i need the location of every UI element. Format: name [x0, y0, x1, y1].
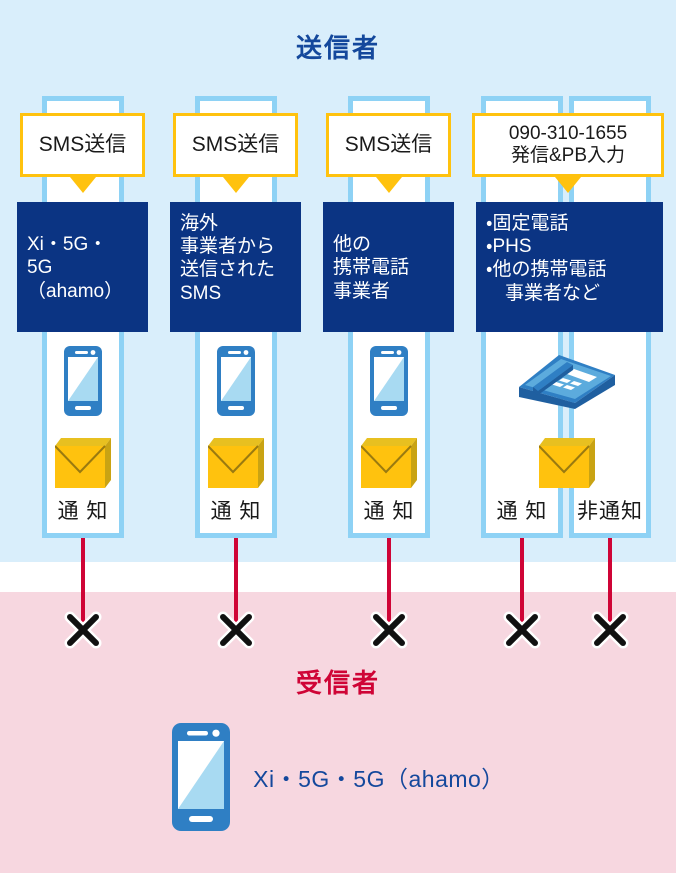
band-divider	[0, 562, 676, 592]
action-box-col2[interactable]: SMS送信	[173, 113, 298, 177]
receiver-band	[0, 592, 676, 873]
action-box-col4[interactable]: 090-310-1655 発信&PB入力	[472, 113, 664, 177]
mobile-phone-icon-receiver	[172, 723, 231, 831]
envelope-icon-col3	[361, 438, 417, 488]
connector-line-col5	[608, 538, 612, 623]
notify-label-col1: 通 知	[57, 500, 109, 523]
operator-box-col3: 他の 携帯電話 事業者	[323, 202, 454, 332]
notify-label-col5: 非通知	[577, 500, 643, 523]
receiver-device-label: Xi・5G・5G（ahamo）	[253, 766, 505, 792]
x-mark-icon-col2	[217, 611, 255, 649]
connector-line-col1	[81, 538, 85, 623]
mobile-phone-icon-col2	[217, 346, 255, 416]
desk-phone-icon-col4	[519, 355, 615, 409]
connector-line-col4	[520, 538, 524, 623]
receiver-section-title: 受信者	[295, 668, 380, 698]
operator-box-col1: Xi・5G・ 5G （ahamo）	[17, 202, 148, 332]
envelope-icon-col4	[539, 438, 595, 488]
sender-section-title: 送信者	[295, 33, 380, 63]
operator-box-col4: ・固定電話 ・PHS ・他の携帯電話 事業者など	[476, 202, 663, 332]
action-box-col1[interactable]: SMS送信	[20, 113, 145, 177]
arrow-down-icon-col4	[555, 177, 581, 193]
notify-label-col3: 通 知	[363, 500, 415, 523]
receiver-device-row: Xi・5G・5G（ahamo）	[0, 722, 676, 832]
action-box-col3[interactable]: SMS送信	[326, 113, 451, 177]
mobile-phone-icon-col1	[64, 346, 102, 416]
connector-line-col2	[234, 538, 238, 623]
operator-box-col2: 海外 事業者から 送信された SMS	[170, 202, 301, 332]
envelope-icon-col2	[208, 438, 264, 488]
notify-label-col4: 通 知	[496, 500, 548, 523]
x-mark-icon-col1	[64, 611, 102, 649]
notify-label-col2: 通 知	[210, 500, 262, 523]
arrow-down-icon-col3	[376, 177, 402, 193]
envelope-icon-col1	[55, 438, 111, 488]
arrow-down-icon-col2	[223, 177, 249, 193]
connector-line-col3	[387, 538, 391, 623]
x-mark-icon-col4	[503, 611, 541, 649]
x-mark-icon-col3	[370, 611, 408, 649]
x-mark-icon-col5	[591, 611, 629, 649]
arrow-down-icon-col1	[70, 177, 96, 193]
mobile-phone-icon-col3	[370, 346, 408, 416]
